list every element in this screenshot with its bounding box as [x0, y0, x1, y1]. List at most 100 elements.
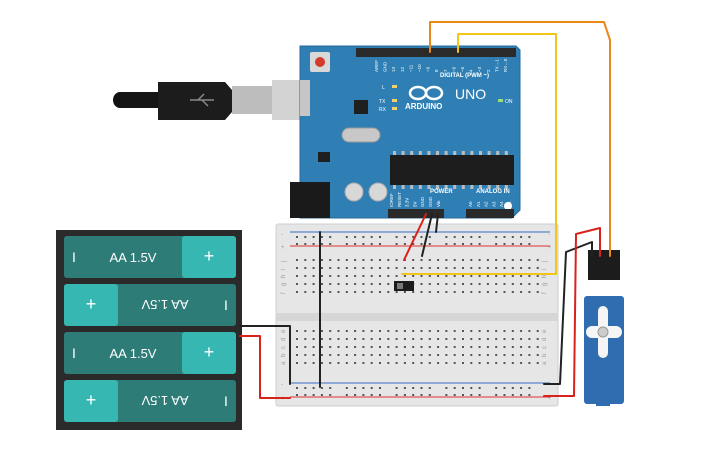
microcontroller-chip: [390, 155, 514, 185]
power-pin-label: GND: [428, 196, 433, 207]
model-text: UNO: [455, 86, 486, 102]
usb-icon: [190, 93, 214, 107]
wire-orange-signal[interactable]: [429, 21, 611, 257]
rail-plus-top: +: [281, 245, 285, 251]
analog-pin-label: A1: [476, 201, 481, 207]
battery-plus-icon: +: [204, 342, 215, 362]
row-letter: d: [281, 338, 287, 341]
battery-minus-icon: I: [224, 393, 228, 409]
battery-plus-icon: +: [204, 246, 215, 266]
rail-minus-top-right: -: [548, 232, 550, 238]
battery-minus-icon: I: [72, 345, 76, 361]
wire-battery-pos[interactable]: [239, 335, 291, 399]
battery-cell[interactable]: + I AA 1.5V: [64, 332, 236, 374]
battery-cell[interactable]: +IAA 1.5V: [64, 284, 236, 326]
row-letter: h: [542, 275, 548, 278]
row-letter: d: [542, 338, 548, 341]
battery-minus-icon: I: [224, 297, 228, 313]
rail-plus-top-right: +: [548, 245, 552, 251]
row-letter: j: [281, 261, 287, 263]
analog-pin-label: A2: [484, 201, 489, 207]
battery-cell-label: AA 1.5V: [110, 346, 157, 361]
power-pin-label: IOREF: [389, 193, 394, 207]
arduino-logo-text: ARDUINO: [405, 102, 442, 111]
battery-cell[interactable]: + I AA 1.5V: [64, 236, 236, 278]
rail-minus-top: -: [281, 232, 283, 238]
digital-pin-label: 4: [469, 69, 474, 72]
digital-pin-label: 12: [400, 66, 405, 72]
row-letter: j: [542, 261, 548, 263]
wire-yellow-signal[interactable]: [401, 33, 557, 275]
digital-pin-label: 8: [434, 69, 439, 72]
digital-pin-label: RX←0: [503, 58, 508, 72]
row-letter: a: [281, 361, 287, 365]
battery-cell[interactable]: + I AA 1.5V: [64, 380, 236, 422]
digital-pin-label: 13: [391, 66, 396, 72]
row-letter: a: [542, 361, 548, 365]
row-letter: f: [542, 292, 548, 294]
battery-plus-icon: +: [86, 390, 97, 410]
rail-plus-bottom-right: +: [548, 396, 552, 402]
row-letter: f: [281, 292, 287, 294]
row-letter: g: [542, 283, 548, 286]
row-letter: e: [542, 329, 548, 333]
power-pin-label: GND: [420, 196, 425, 207]
row-letter: c: [542, 346, 548, 349]
slide-switch[interactable]: [394, 281, 414, 291]
row-letter: b: [281, 353, 287, 357]
digital-pin-label: 2: [486, 69, 491, 72]
digital-header[interactable]: [356, 48, 516, 57]
row-letter: b: [542, 353, 548, 357]
power-pin-label: 3.3V: [405, 198, 410, 207]
battery-cell-label: AA 1.5V: [141, 393, 188, 408]
usb-cable: [113, 80, 306, 120]
led-tx-label: TX: [379, 99, 386, 105]
power-pin-label: RESET: [397, 192, 402, 207]
analog-header[interactable]: [466, 209, 514, 218]
wire-servo-black[interactable]: [543, 241, 593, 385]
wire-servo-red[interactable]: [543, 227, 601, 397]
digital-label: DIGITAL (PWM ~): [440, 73, 489, 79]
rail-minus-bottom: -: [281, 382, 283, 388]
row-letter: g: [281, 283, 287, 286]
led-on-label: ON: [505, 99, 513, 105]
arduino-logo-icon: [408, 85, 444, 101]
wire-black-gnd-1[interactable]: [421, 213, 433, 257]
analog-pin-label: A0: [468, 201, 473, 207]
row-letter: h: [281, 275, 287, 278]
analog-pin-label: A3: [491, 201, 496, 207]
power-pin-label: 5V: [412, 201, 417, 207]
row-letter: e: [281, 329, 287, 333]
digital-pin-label: ~10: [417, 64, 422, 72]
power-header[interactable]: [388, 209, 444, 218]
power-pin-label: Vin: [436, 200, 441, 207]
digital-pin-label: ~6: [451, 66, 456, 72]
wire-red-5v[interactable]: [403, 213, 427, 261]
dc-power-jack[interactable]: [290, 182, 330, 218]
battery-cell-label: AA 1.5V: [110, 250, 157, 265]
digital-pin-label: ~3: [477, 66, 482, 72]
digital-pin-label: ~11: [408, 64, 413, 72]
digital-pin-label: ~9: [426, 66, 431, 72]
battery-cell-label: AA 1.5V: [141, 297, 188, 312]
servo-motor[interactable]: [584, 250, 624, 406]
digital-pin-label: 7: [443, 69, 448, 72]
led-l-label: L: [382, 85, 385, 91]
battery-minus-icon: I: [72, 249, 76, 265]
row-letter: c: [281, 346, 287, 349]
wire-battery-neg[interactable]: [239, 325, 291, 385]
digital-pin-label: GND: [383, 61, 388, 72]
reset-button[interactable]: [310, 52, 330, 72]
power-label: POWER: [430, 189, 453, 195]
servo-horn[interactable]: [586, 306, 622, 358]
wire-black-gnd-2[interactable]: [435, 213, 439, 233]
analog-pin-label: A4: [499, 201, 504, 207]
row-letter: i: [281, 269, 287, 270]
digital-pin-label: AREF: [374, 60, 379, 72]
